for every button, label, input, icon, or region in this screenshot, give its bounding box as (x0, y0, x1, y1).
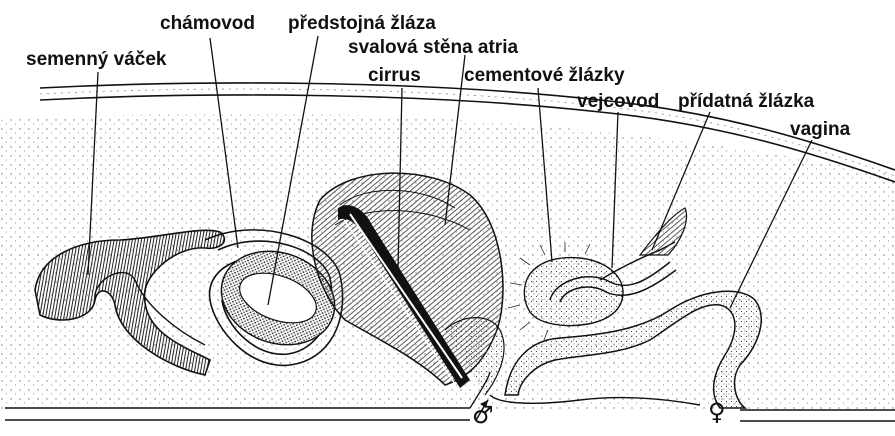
label-cement-glands: cementové žlázky (464, 66, 625, 85)
male-symbol-icon: ♂ (472, 403, 494, 427)
label-vagina: vagina (790, 120, 850, 139)
label-oviduct: vejcovod (577, 92, 659, 111)
label-vas-deferens: chámovod (160, 14, 255, 33)
female-symbol-icon: ♀ (708, 400, 726, 424)
label-atrial-muscle-wall: svalová stěna atria (348, 38, 518, 57)
label-prostate-gland: předstojná žláza (288, 14, 436, 33)
label-seminal-vesicle: semenný váček (26, 50, 167, 69)
label-cirrus: cirrus (368, 66, 421, 85)
label-accessory-gland: přídatná žlázka (678, 92, 814, 111)
